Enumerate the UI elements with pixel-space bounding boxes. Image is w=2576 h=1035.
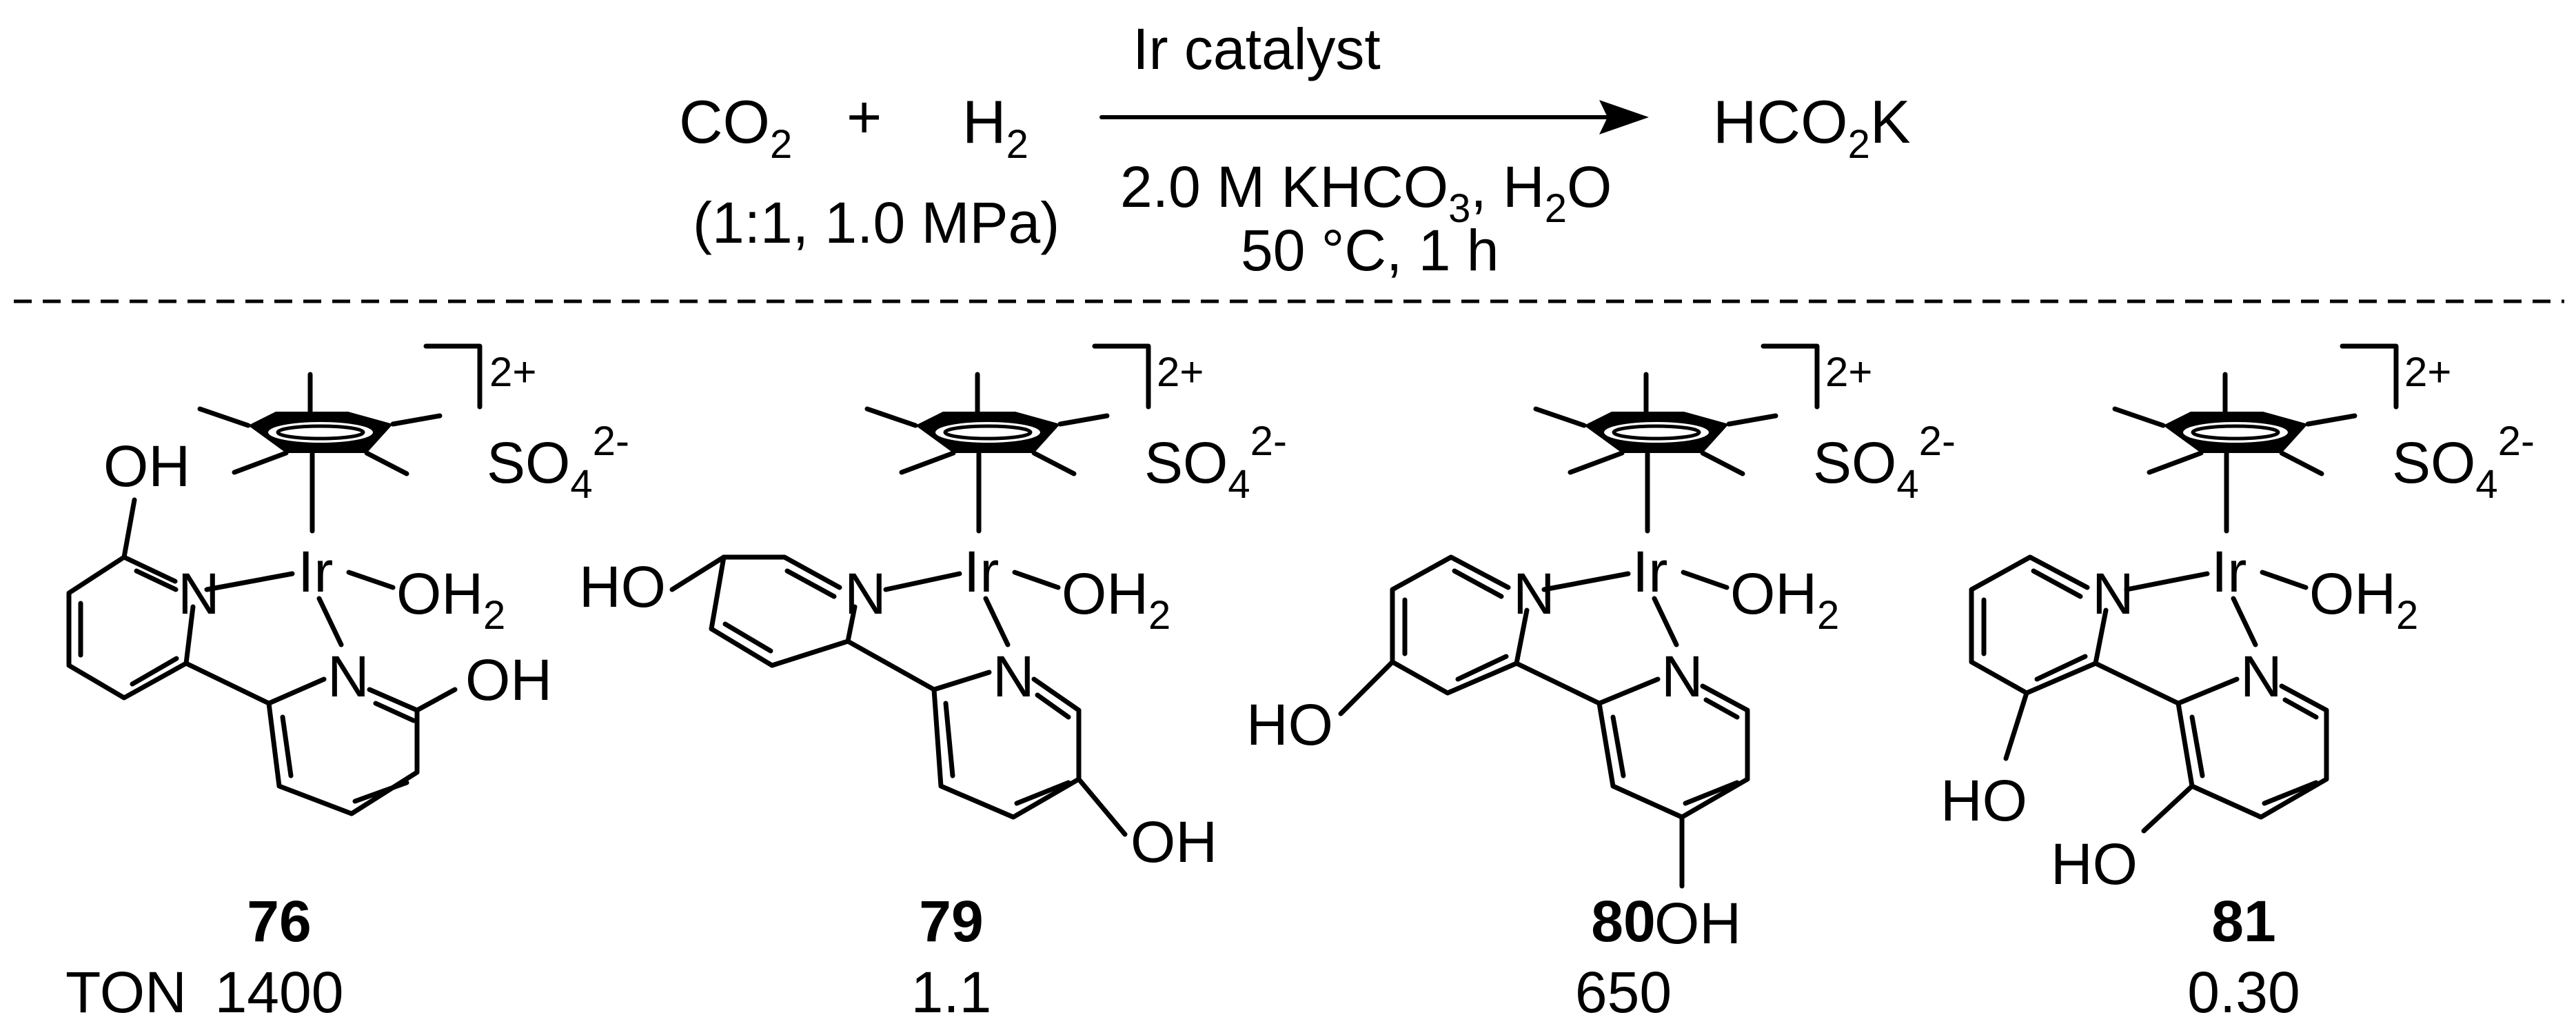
n2-label: N (327, 644, 369, 709)
bipyridine-ligand (66, 497, 458, 816)
cp-star-ligand (200, 374, 440, 474)
complex-80: 2+ SO42- Ir OH2 N N HO OH 80 650 (1246, 346, 1956, 1025)
aqua-ligand: OH2 (2309, 561, 2418, 638)
ton-value-76: 1400 (215, 960, 344, 1025)
compound-number-80: 80 (1591, 889, 1655, 954)
cp-star-ligand (867, 374, 1107, 474)
charge-bracket (2342, 346, 2396, 407)
ir-n2-bond (2231, 596, 2258, 647)
ir-n1-bond (204, 571, 295, 592)
conditions-line-2: 50 °C, 1 h (1241, 218, 1499, 283)
aqua-ligand: OH2 (1730, 561, 1839, 638)
sulfate-counterion: SO42- (487, 418, 629, 507)
ir-n2-bond (316, 596, 344, 647)
pressure-note: (1:1, 1.0 MPa) (693, 190, 1059, 255)
charge-bracket (1763, 346, 1817, 407)
reaction-arrow-head (1599, 100, 1649, 134)
sulfate-counterion: SO42- (1144, 418, 1287, 507)
bipyridine-ligand (669, 554, 1128, 837)
ir-n1-bond (2124, 571, 2210, 592)
ir-o-bond (1012, 570, 1061, 590)
compound-number-76: 76 (247, 889, 311, 954)
n1-label: N (1513, 561, 1555, 626)
bipyridine-ligand (1338, 554, 1750, 889)
reactant-co2: CO2 (679, 88, 792, 167)
complex-charge: 2+ (2404, 349, 2451, 395)
oh-label-1: OH (103, 434, 190, 499)
complex-charge: 2+ (1157, 349, 1204, 395)
oh-label: OH (1654, 891, 1741, 956)
ir-o-bond (2260, 570, 2309, 590)
ir-n1-bond (883, 571, 962, 592)
compound-number-79: 79 (919, 889, 983, 954)
charge-bracket (426, 346, 480, 407)
aqua-ligand: OH2 (396, 561, 505, 638)
n2-label: N (1661, 644, 1703, 709)
ton-value-79: 1.1 (911, 960, 992, 1025)
cp-star-ligand (2115, 374, 2355, 474)
ho-label: HO (579, 554, 666, 619)
n1-label: N (2092, 561, 2134, 626)
charge-bracket (1095, 346, 1148, 407)
ir-n1-bond (1541, 571, 1631, 592)
ir-n2-bond (1652, 596, 1679, 647)
iridium-label: Ir (964, 539, 999, 604)
complex-charge: 2+ (1825, 349, 1872, 395)
ho-label: HO (1246, 692, 1333, 757)
ir-o-bond (346, 570, 396, 590)
bipyridine-ligand (1969, 554, 2329, 834)
sulfate-counterion: SO42- (1813, 418, 1956, 507)
iridium-label: Ir (1632, 539, 1667, 604)
sulfate-counterion: SO42- (2392, 418, 2535, 507)
ho-label-2: HO (2051, 832, 2138, 896)
n1-label: N (178, 561, 220, 626)
oh-label-2: OH (465, 647, 552, 712)
ho-label-1: HO (1940, 768, 2027, 833)
ir-n2-bond (983, 596, 1011, 647)
product-hco2k: HCO2K (1713, 88, 1911, 167)
complex-76: 2+ SO42- Ir OH2 N N OH OH 76 1400 (66, 346, 629, 1025)
compound-number-81: 81 (2211, 889, 2275, 954)
iridium-label: Ir (298, 539, 333, 604)
cp-star-ligand (1536, 374, 1776, 474)
conditions-line-1: 2.0 M KHCO3, H2O (1120, 154, 1612, 231)
complex-81: 2+ SO42- Ir OH2 N N HO HO 81 0.30 (1940, 346, 2535, 1025)
aqua-ligand: OH2 (1062, 561, 1170, 638)
ton-value-80: 650 (1575, 960, 1672, 1025)
reactant-h2: H2 (962, 88, 1028, 167)
ton-value-81: 0.30 (2187, 960, 2300, 1025)
plus-sign: + (846, 83, 882, 151)
n2-label: N (993, 644, 1035, 709)
ton-label: TON (65, 960, 187, 1025)
iridium-label: Ir (2211, 539, 2247, 604)
n2-label: N (2240, 644, 2282, 709)
reaction-equation: CO2 + H2 (1:1, 1.0 MPa) Ir catalyst 2.0 … (679, 17, 1911, 283)
complex-79: 2+ SO42- Ir OH2 N N HO OH 79 1.1 (579, 346, 1287, 1025)
oh-label: OH (1130, 810, 1217, 874)
ir-o-bond (1681, 570, 1730, 590)
complex-charge: 2+ (489, 349, 536, 395)
catalyst-label: Ir catalyst (1133, 17, 1380, 81)
